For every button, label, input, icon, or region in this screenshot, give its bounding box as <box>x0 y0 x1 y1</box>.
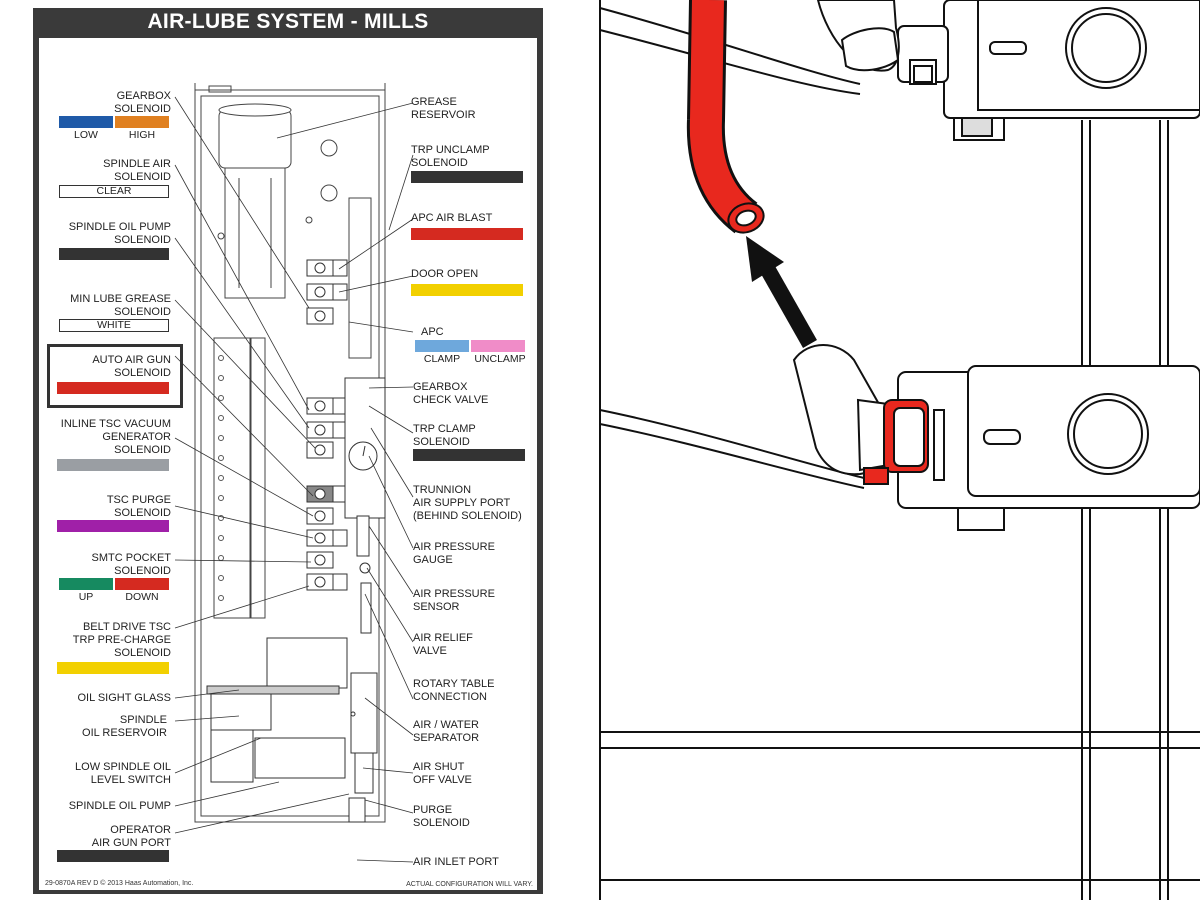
label-rotary-table-connection: ROTARY TABLE CONNECTION <box>413 678 495 703</box>
footer-disclaimer: ACTUAL CONFIGURATION WILL VARY. <box>406 881 533 888</box>
label-apc: APC <box>421 326 444 338</box>
label-purge-solenoid: PURGE SOLENOID <box>413 804 470 829</box>
label-apc-air-blast: APC AIR BLAST <box>411 212 493 224</box>
swatch-smtc-down <box>115 578 169 590</box>
label-air-shut-off-valve: AIR SHUT OFF VALVE <box>413 761 472 786</box>
swatch-apc-air-blast <box>411 228 523 240</box>
swatch-trp-clamp <box>413 449 525 461</box>
swatch-inline-tsc-vacuum <box>57 459 169 471</box>
label-auto-air-gun-solenoid: AUTO AIR GUN SOLENOID <box>92 354 171 379</box>
swatch-gearbox-low <box>59 116 113 128</box>
label-air-pressure-sensor: AIR PRESSURE SENSOR <box>413 588 495 613</box>
label-tsc-purge-solenoid: TSC PURGE SOLENOID <box>106 494 171 519</box>
hose-connection-illustration <box>599 0 1200 900</box>
diagram-title: AIR-LUBE SYSTEM - MILLS <box>147 10 429 33</box>
label-spindle-oil-pump: SPINDLE OIL PUMP <box>68 800 171 812</box>
label-belt-drive-tsc: BELT DRIVE TSC TRP PRE-CHARGE SOLENOID <box>72 621 171 659</box>
label-min-lube-grease-solenoid: MIN LUBE GREASE SOLENOID <box>70 293 171 318</box>
caption-gearbox-low: LOW <box>74 129 98 141</box>
label-air-inlet-port: AIR INLET PORT <box>413 856 499 868</box>
caption-apc-clamp: CLAMP <box>423 353 461 365</box>
swatch-apc-unclamp <box>471 340 525 352</box>
swatch-gearbox-high <box>115 116 169 128</box>
label-trp-unclamp-solenoid: TRP UNCLAMP SOLENOID <box>411 144 490 169</box>
label-grease-reservoir: GREASE RESERVOIR <box>411 96 476 121</box>
label-air-water-separator: AIR / WATER SEPARATOR <box>413 719 480 744</box>
footer-part-number: 29-0870A REV D © 2013 Haas Automation, I… <box>45 880 194 887</box>
swatch-belt-drive-tsc <box>57 662 169 674</box>
swatch-min-lube-white: WHITE <box>59 319 169 332</box>
label-operator-air-gun-port: OPERATOR AIR GUN PORT <box>91 824 171 849</box>
caption-smtc-down: DOWN <box>125 591 159 603</box>
air-lube-diagram-panel: AIR-LUBE SYSTEM - MILLS <box>33 8 543 894</box>
label-spindle-air-solenoid: SPINDLE AIR SOLENOID <box>103 158 171 183</box>
swatch-auto-air-gun <box>57 382 169 394</box>
label-air-pressure-gauge: AIR PRESSURE GAUGE <box>413 541 495 566</box>
diagram-area: GEARBOX SOLENOID LOW HIGH SPINDLE AIR SO… <box>39 38 537 890</box>
swatch-door-open <box>411 284 523 296</box>
label-spindle-oil-pump-solenoid: SPINDLE OIL PUMP SOLENOID <box>68 221 171 246</box>
caption-smtc-up: UP <box>78 591 94 603</box>
auto-air-gun-box <box>47 344 183 408</box>
label-gearbox-check-valve: GEARBOX CHECK VALVE <box>413 381 489 406</box>
cabinet-drawing <box>174 83 414 863</box>
label-air-relief-valve: AIR RELIEF VALVE <box>413 632 473 657</box>
swatch-spindle-oil-pump <box>59 248 169 260</box>
swatch-tsc-purge <box>57 520 169 532</box>
label-door-open: DOOR OPEN <box>411 268 479 280</box>
label-oil-sight-glass: OIL SIGHT GLASS <box>77 692 171 704</box>
label-trunnion-air-supply: TRUNNION AIR SUPPLY PORT (BEHIND SOLENOI… <box>413 484 522 522</box>
label-spindle-oil-reservoir: SPINDLE OIL RESERVOIR <box>82 714 167 739</box>
label-low-spindle-oil-switch: LOW SPINDLE OIL LEVEL SWITCH <box>75 761 171 786</box>
label-smtc-pocket-solenoid: SMTC POCKET SOLENOID <box>91 552 171 577</box>
label-gearbox-solenoid: GEARBOX SOLENOID <box>114 90 171 115</box>
swatch-trp-unclamp <box>411 171 523 183</box>
caption-gearbox-high: HIGH <box>128 129 156 141</box>
caption-apc-unclamp: UNCLAMP <box>474 353 526 365</box>
swatch-operator-air-gun-port <box>57 850 169 862</box>
swatch-spindle-air-clear: CLEAR <box>59 185 169 198</box>
arrow-indicator <box>746 236 817 348</box>
label-trp-clamp-solenoid: TRP CLAMP SOLENOID <box>413 423 476 448</box>
swatch-smtc-up <box>59 578 113 590</box>
label-inline-tsc-vacuum: INLINE TSC VACUUM GENERATOR SOLENOID <box>60 418 171 456</box>
swatch-apc-clamp <box>415 340 469 352</box>
